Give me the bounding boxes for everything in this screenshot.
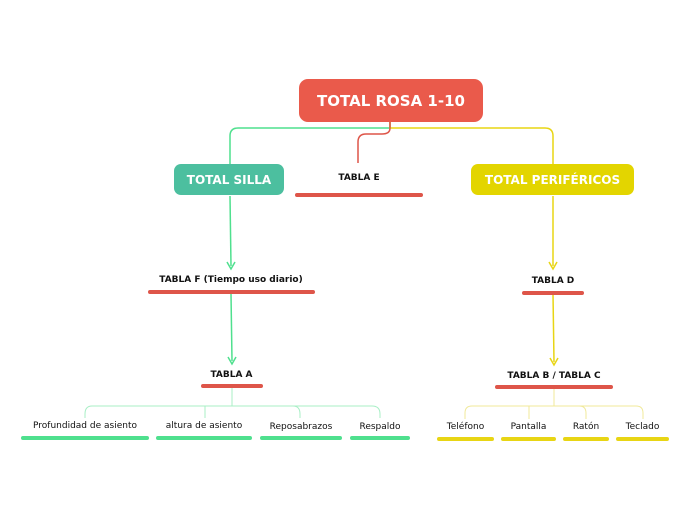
link-tabla-d-tabla-bc [552, 293, 555, 363]
tabla-d-label[interactable]: TABLA D [531, 276, 575, 286]
leaf-underline [563, 437, 609, 441]
tabla-bc-underline [495, 385, 613, 389]
link-root-silla [229, 122, 391, 164]
tabla-bc-label[interactable]: TABLA B / TABLA C [507, 371, 601, 381]
link-tabla-a-leaves [84, 388, 381, 418]
tabla-f-underline [148, 290, 315, 294]
perifericos-label: TOTAL PERIFÉRICOS [484, 172, 621, 187]
leaf-underline [437, 437, 494, 441]
leaf-respaldo[interactable]: Respaldo [359, 422, 401, 432]
tabla-f-label[interactable]: TABLA F (Tiempo uso diario) [159, 275, 303, 285]
leaf-underline [501, 437, 556, 441]
leaf-underline [156, 436, 252, 440]
leaf-telefono[interactable]: Teléfono [446, 422, 485, 432]
tabla-a-underline [201, 384, 263, 388]
leaf-altura-asiento[interactable]: altura de asiento [165, 421, 243, 431]
tabla-e-label[interactable]: TABLA E [338, 173, 380, 183]
tabla-a-label[interactable]: TABLA A [210, 370, 253, 380]
link-root-tabla-e [357, 122, 391, 163]
node-total-perifericos[interactable]: TOTAL PERIFÉRICOS [471, 164, 634, 195]
arrow-tabla-d [548, 261, 558, 271]
link-silla-tabla-f [229, 195, 232, 267]
root-label: TOTAL ROSA 1-10 [317, 91, 465, 110]
leaf-underline [21, 436, 149, 440]
tabla-e-underline [295, 193, 423, 197]
silla-label: TOTAL SILLA [186, 172, 272, 187]
arrow-tabla-a [227, 356, 237, 366]
link-tabla-bc-leaves [464, 389, 644, 419]
root-node-total-rosa[interactable]: TOTAL ROSA 1-10 [299, 79, 483, 122]
leaf-pantalla[interactable]: Pantalla [510, 422, 547, 432]
node-total-silla[interactable]: TOTAL SILLA [174, 164, 284, 195]
leaf-teclado[interactable]: Teclado [625, 422, 660, 432]
leaf-profundidad-asiento[interactable]: Profundidad de asiento [33, 421, 137, 431]
leaf-raton[interactable]: Ratón [572, 422, 600, 432]
leaf-reposabrazos[interactable]: Reposabrazos [269, 422, 333, 432]
link-tabla-f-tabla-a [230, 293, 233, 362]
leaf-underline [616, 437, 669, 441]
tabla-d-underline [522, 291, 584, 295]
leaf-underline [260, 436, 342, 440]
link-root-perifericos [389, 122, 554, 164]
arrow-tabla-f [226, 261, 236, 271]
leaf-underline [350, 436, 410, 440]
arrow-tabla-bc [549, 357, 559, 367]
